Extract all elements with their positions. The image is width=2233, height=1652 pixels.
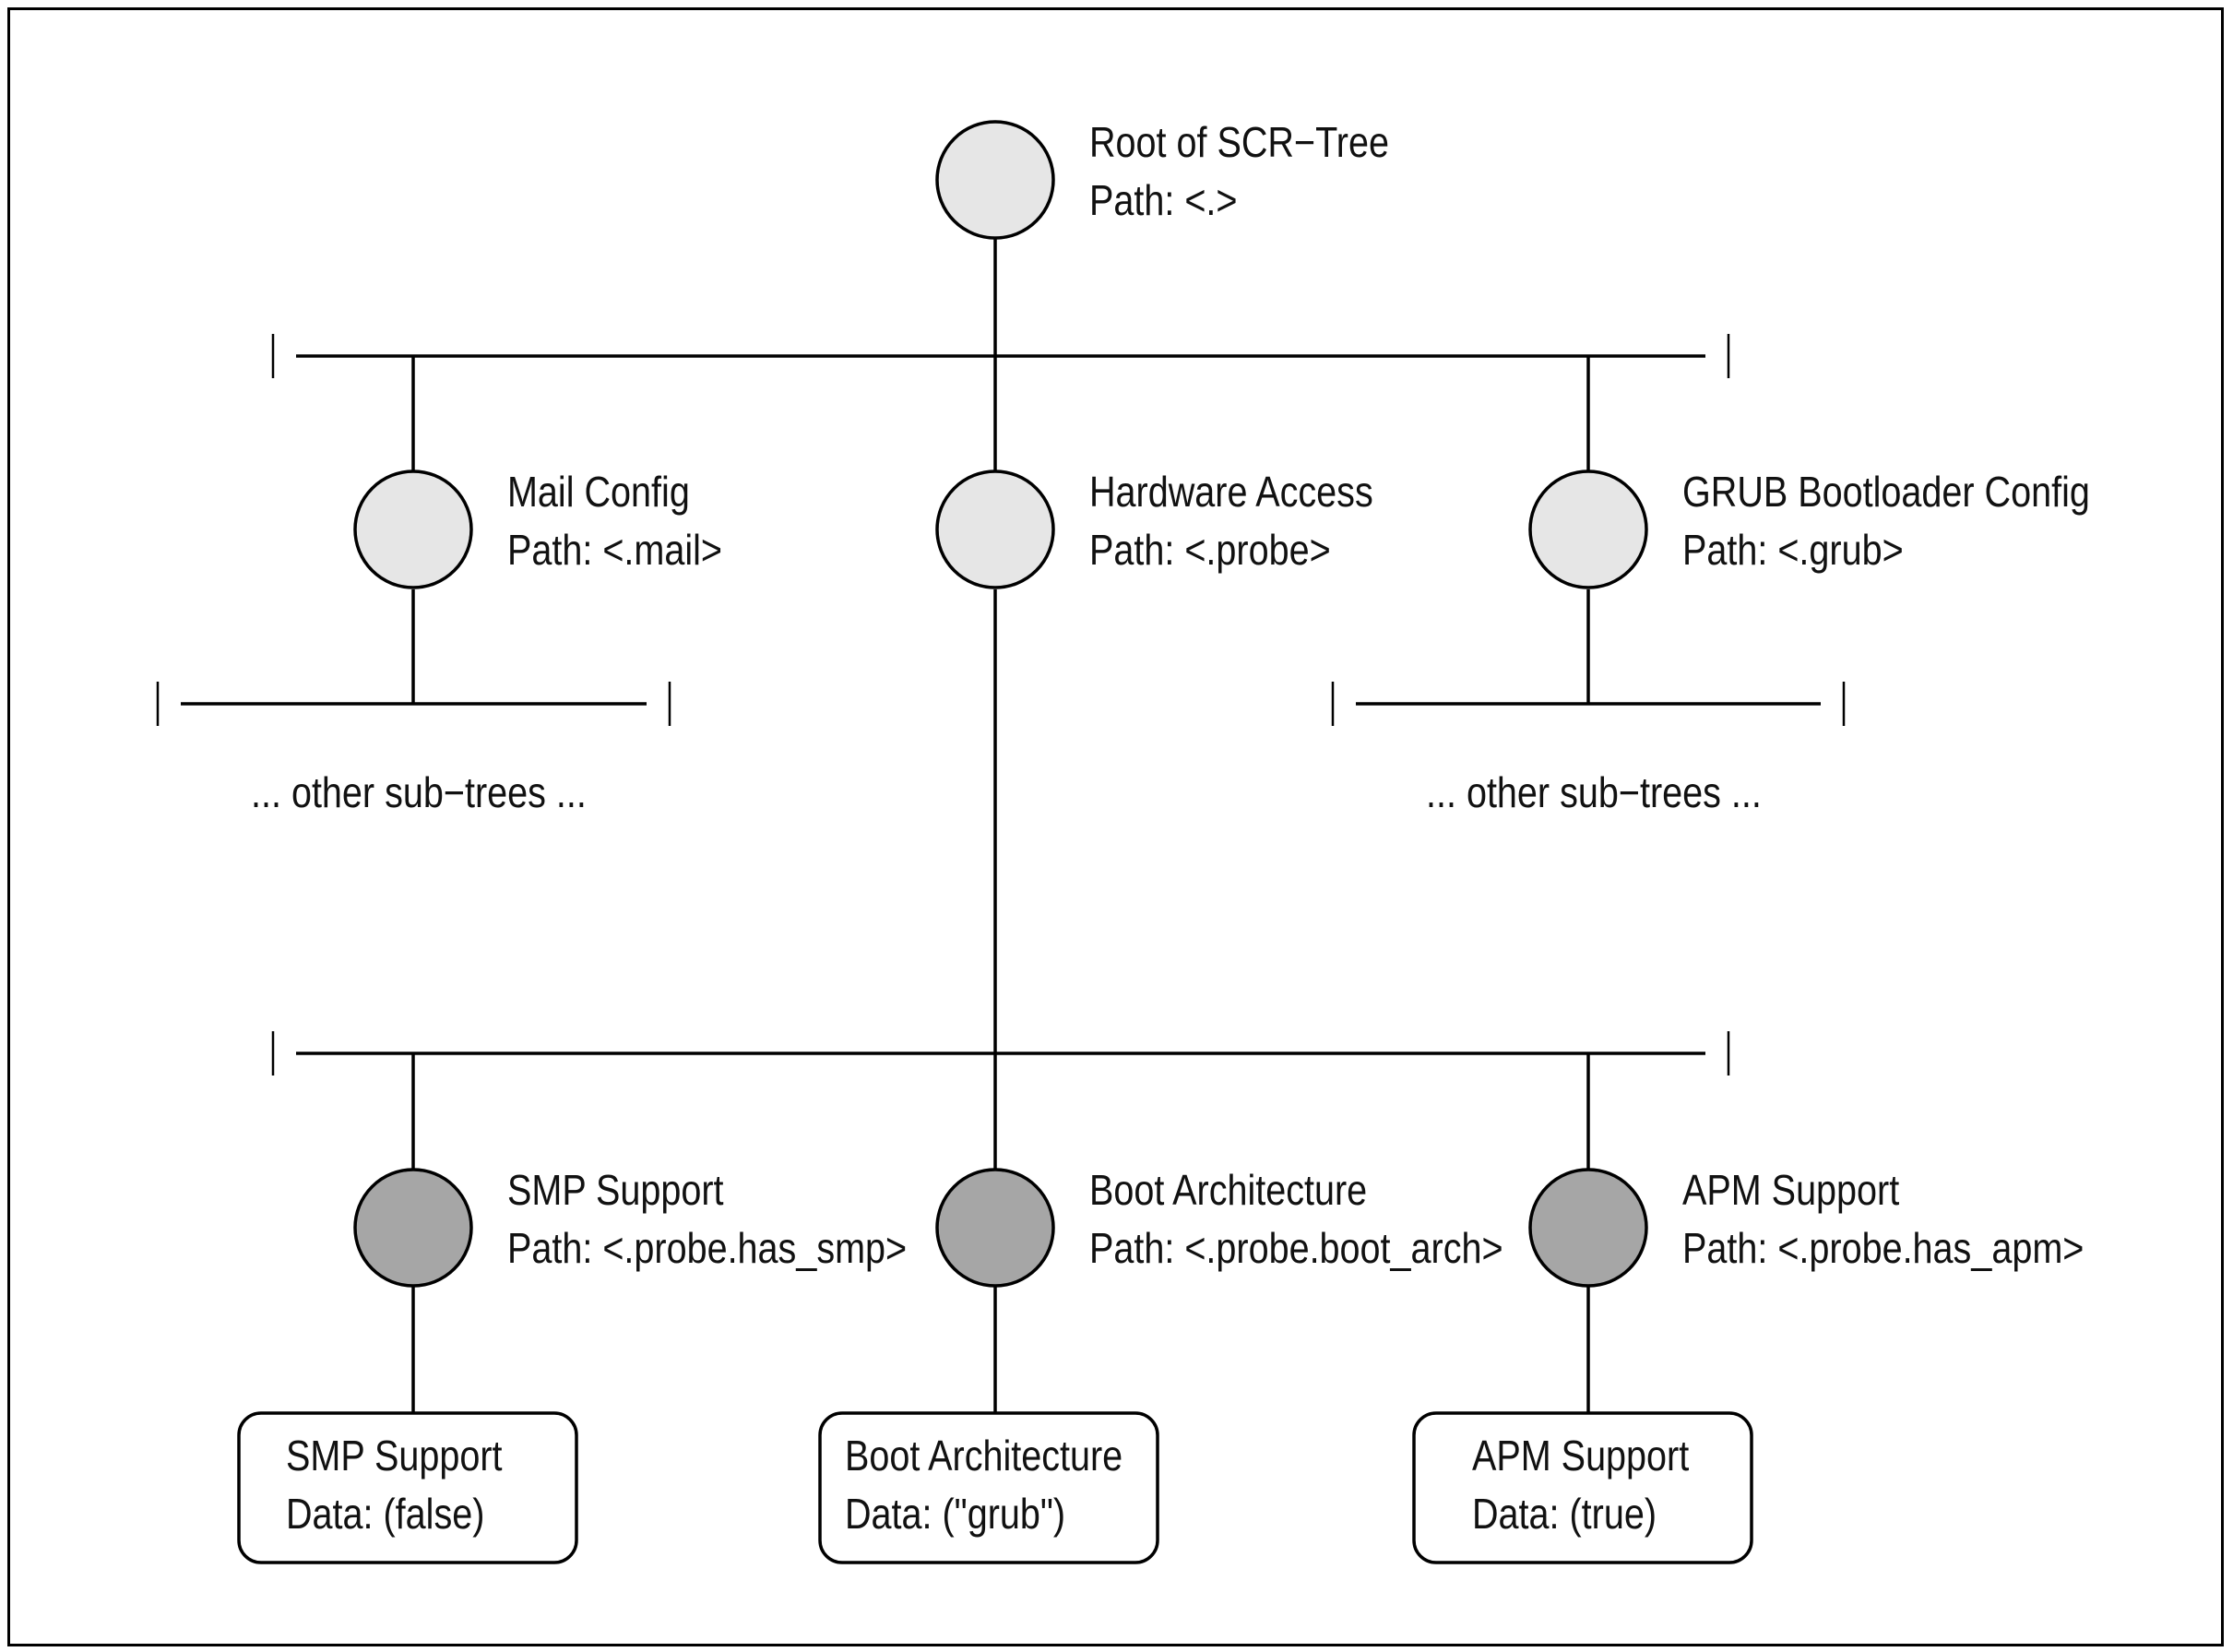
apm-leaf-data: Data: (true) bbox=[1472, 1491, 1657, 1538]
apm-node-path: Path: <.probe.has_apm> bbox=[1682, 1225, 2084, 1272]
grub-node-circle bbox=[1528, 469, 1648, 589]
grub-other-subtrees-note: ... other sub−trees ... bbox=[1426, 769, 1762, 816]
root-node-path: Path: <.> bbox=[1089, 177, 1238, 224]
tree-node-apm: APM Support Path: <.probe.has_apm> bbox=[1528, 1167, 2084, 1288]
data-leaf-boot: Boot Architecture Data: ("grub") bbox=[818, 1411, 1159, 1564]
smp-leaf-title: SMP Support bbox=[286, 1432, 503, 1480]
boot-leaf-data: Data: ("grub") bbox=[845, 1491, 1065, 1538]
apm-leaf-box bbox=[1412, 1411, 1753, 1564]
smp-leaf-box bbox=[237, 1411, 578, 1564]
diagram-frame bbox=[7, 7, 2224, 1646]
apm-node-circle bbox=[1528, 1168, 1648, 1288]
tree-node-probe: Hardware Access Path: <.probe> bbox=[935, 469, 1373, 589]
tree-node-smp: SMP Support Path: <.probe.has_smp> bbox=[353, 1167, 907, 1288]
root-node-title: Root of SCR−Tree bbox=[1089, 119, 1389, 166]
data-leaf-smp: SMP Support Data: (false) bbox=[237, 1411, 578, 1564]
root-node-circle bbox=[935, 120, 1055, 240]
smp-leaf-data: Data: (false) bbox=[286, 1491, 484, 1538]
tree-node-boot: Boot Architecture Path: <.probe.boot_arc… bbox=[935, 1167, 1503, 1288]
boot-node-title: Boot Architecture bbox=[1089, 1167, 1367, 1214]
probe-node-circle bbox=[935, 469, 1055, 589]
mail-node-circle bbox=[353, 469, 473, 589]
data-leaf-apm: APM Support Data: (true) bbox=[1412, 1411, 1753, 1564]
boot-leaf-title: Boot Architecture bbox=[845, 1432, 1122, 1480]
tree-node-mail: Mail Config Path: <.mail> bbox=[353, 469, 722, 589]
apm-node-title: APM Support bbox=[1682, 1167, 1899, 1214]
mail-node-title: Mail Config bbox=[507, 469, 690, 516]
probe-node-path: Path: <.probe> bbox=[1089, 527, 1331, 574]
smp-node-path: Path: <.probe.has_smp> bbox=[507, 1225, 907, 1272]
probe-node-title: Hardware Access bbox=[1089, 469, 1373, 516]
mail-other-subtrees-note: ... other sub−trees ... bbox=[251, 769, 587, 816]
mail-node-path: Path: <.mail> bbox=[507, 527, 722, 574]
apm-leaf-title: APM Support bbox=[1472, 1432, 1689, 1480]
boot-node-path: Path: <.probe.boot_arch> bbox=[1089, 1225, 1503, 1272]
grub-node-title: GRUB Bootloader Config bbox=[1682, 469, 2090, 516]
grub-node-path: Path: <.grub> bbox=[1682, 527, 1904, 574]
connectors bbox=[156, 239, 1846, 1413]
smp-node-circle bbox=[353, 1168, 473, 1288]
boot-node-circle bbox=[935, 1168, 1055, 1288]
tree-node-grub: GRUB Bootloader Config Path: <.grub> bbox=[1528, 469, 2090, 589]
tree-node-root: Root of SCR−Tree Path: <.> bbox=[935, 119, 1389, 240]
smp-node-title: SMP Support bbox=[507, 1167, 724, 1214]
boot-leaf-box bbox=[818, 1411, 1159, 1564]
